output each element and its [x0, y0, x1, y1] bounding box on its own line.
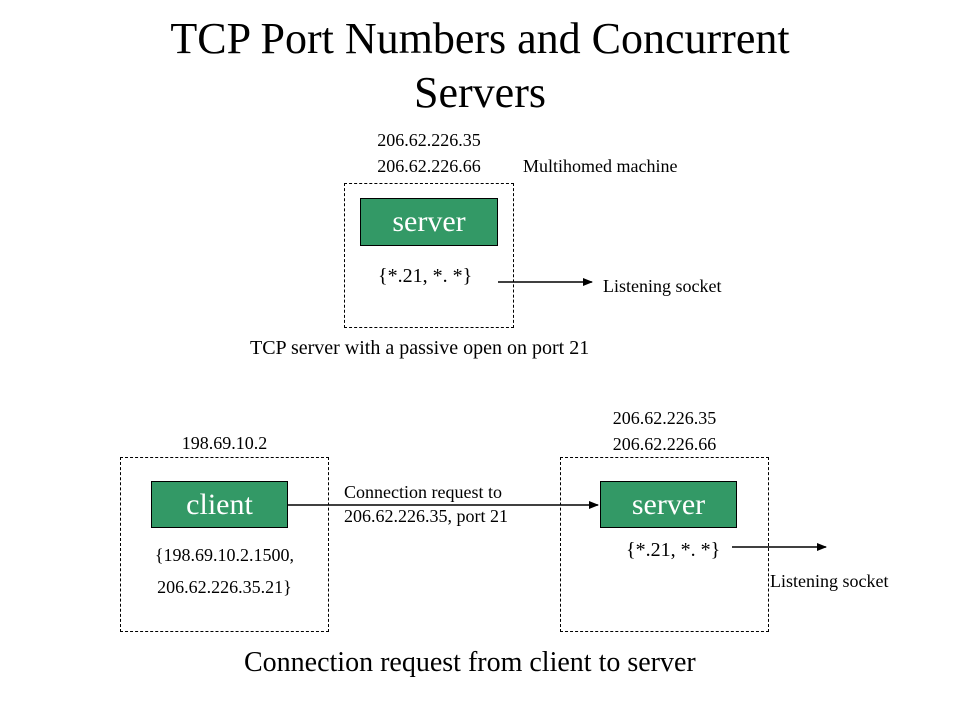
client-host-boundary	[120, 457, 329, 632]
server-box-bottom: server	[600, 481, 737, 528]
bottom-diagram-caption: Connection request from client to server	[244, 647, 696, 678]
multihomed-machine-boundary	[344, 183, 514, 328]
listening-socket-label-bottom: Listening socket	[770, 571, 889, 591]
top-diagram-caption: TCP server with a passive open on port 2…	[250, 337, 590, 359]
connection-request-line-1: Connection request to	[344, 482, 502, 502]
client-box: client	[151, 481, 288, 528]
listening-socket-label: Listening socket	[603, 276, 722, 296]
client-ip: 198.69.10.2	[181, 433, 268, 453]
connection-request-line-2: 206.62.226.35, port 21	[344, 506, 508, 526]
client-box-label: client	[186, 487, 253, 521]
server-ip-2: 206.62.226.66	[377, 156, 481, 176]
client-socket-pair-line-1: {198.69.10.2.1500,	[154, 545, 295, 565]
listening-socket-pair: {*.21, *. *}	[378, 265, 473, 287]
server-listening-socket-pair: {*.21, *. *}	[626, 539, 721, 561]
client-socket-pair-line-2: 206.62.226.35.21}	[157, 577, 292, 597]
server-ip-2-bottom: 206.62.226.66	[612, 434, 717, 454]
title-line-2: Servers	[414, 68, 546, 117]
server-box-label: server	[392, 205, 466, 238]
title-line-1: TCP Port Numbers and Concurrent	[170, 14, 790, 63]
server-ip-1-bottom: 206.62.226.35	[612, 408, 717, 428]
server-box-bottom-label: server	[631, 487, 706, 521]
server-ip-1: 206.62.226.35	[377, 130, 481, 150]
server-box: server	[360, 198, 498, 246]
multihomed-machine-label: Multihomed machine	[523, 156, 678, 176]
server-host-boundary	[560, 457, 769, 632]
